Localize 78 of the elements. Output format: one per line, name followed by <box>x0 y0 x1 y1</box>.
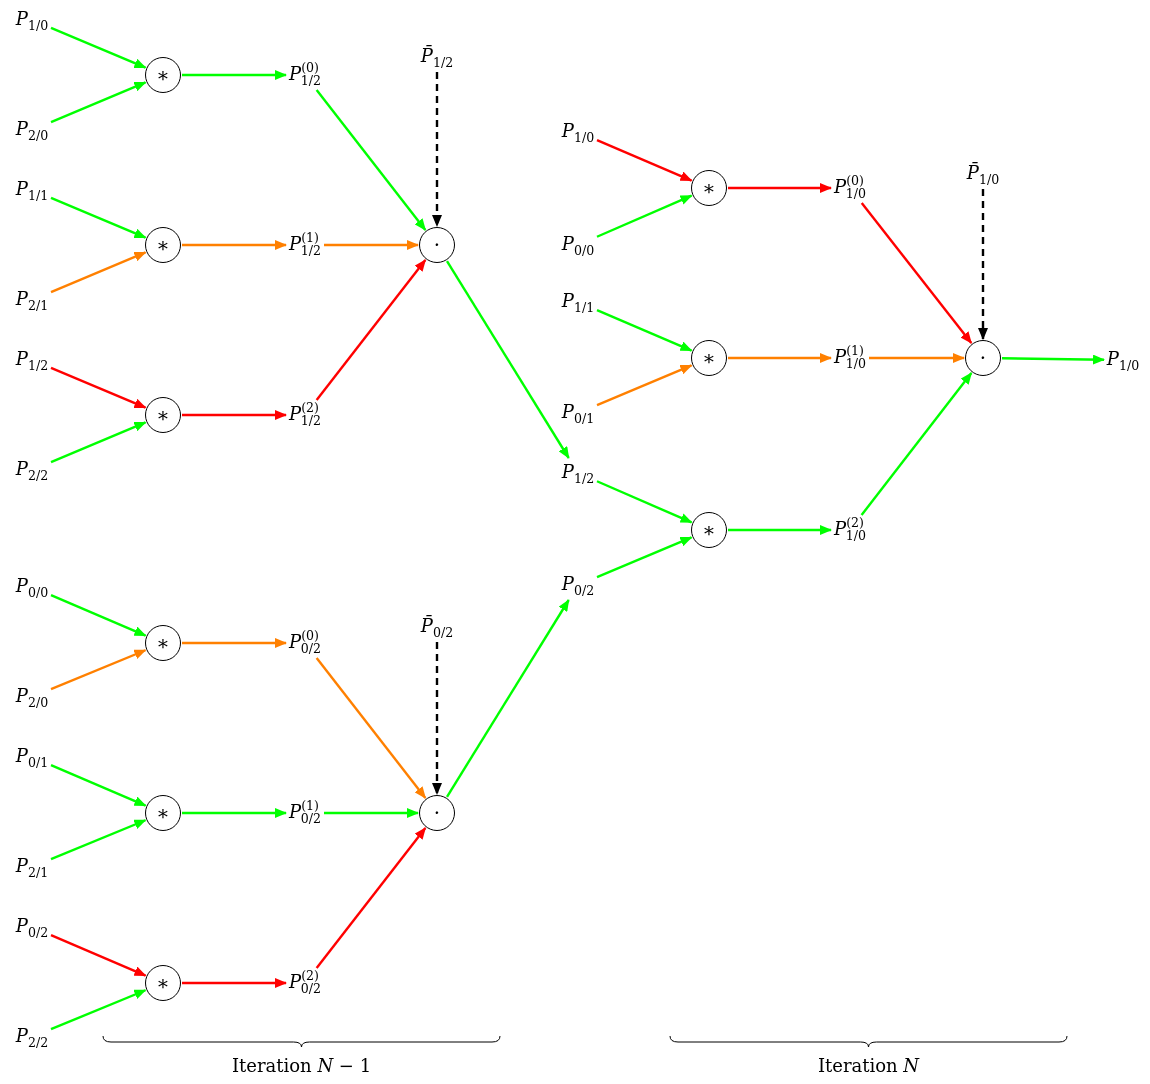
arrow <box>596 536 693 579</box>
arrow <box>50 421 147 464</box>
arrow <box>315 89 427 231</box>
arrow <box>978 189 988 340</box>
arrow <box>182 978 287 988</box>
math-label: P$_{0/2}$ <box>560 572 596 598</box>
math-label: P$_{1/0}$ <box>560 119 596 145</box>
operator-circle: ∗ <box>691 170 727 206</box>
arrow <box>1002 354 1105 365</box>
arrow <box>869 353 965 363</box>
arrow <box>50 819 147 861</box>
arrow <box>728 183 832 193</box>
math-label: P$_{2/1}$ <box>14 287 50 313</box>
math-label: P$_{0/1}$ <box>14 744 50 770</box>
arrow <box>728 353 832 363</box>
arrow <box>182 808 287 818</box>
operator-circle: ∗ <box>145 795 181 831</box>
math-label: P$_{0/2}$ <box>14 914 50 940</box>
math-label: P̄$_{0/2}$ <box>419 614 455 640</box>
arrow <box>432 642 442 795</box>
operator-circle: ∗ <box>145 57 181 93</box>
arrow <box>596 194 693 238</box>
arrow <box>860 372 973 516</box>
arrow <box>860 202 973 344</box>
operator-circle: ∗ <box>691 340 727 376</box>
math-label: P$_{1/1}$ <box>14 177 50 203</box>
math-label: P$_{1/0}$ <box>14 7 50 33</box>
operator-circle: ∗ <box>691 512 727 548</box>
arrow <box>182 70 287 80</box>
operator-circle: · <box>419 795 455 831</box>
math-label: P$_{1/0}$ <box>1105 347 1141 373</box>
arrow <box>182 240 287 250</box>
arrow <box>182 638 287 648</box>
arrow <box>50 764 147 807</box>
iteration-caption: Iteration N − 1 <box>231 1055 372 1076</box>
math-label: P$_{2/2}$ <box>14 457 50 483</box>
arrow <box>596 139 693 182</box>
operator-circle: ∗ <box>145 625 181 661</box>
arrow <box>445 260 570 459</box>
operator-circle: ∗ <box>145 397 181 433</box>
math-label: P$_{1/1}$ <box>560 289 596 315</box>
operator-circle: · <box>965 340 1001 376</box>
arrow <box>315 259 427 401</box>
arrow <box>596 364 693 407</box>
arrow <box>50 594 147 637</box>
arrow <box>324 240 419 250</box>
operator-circle: · <box>419 227 455 263</box>
math-label: P$_{0/1}$ <box>560 400 596 426</box>
math-label: P$_{1/2}$ <box>14 347 50 373</box>
arrow <box>728 525 832 535</box>
math-label: P̄$_{1/2}$ <box>419 44 455 70</box>
math-label: P̄$_{1/0}$ <box>965 161 1001 187</box>
arrow <box>315 827 427 969</box>
arrow <box>50 934 147 977</box>
arrow <box>315 657 427 799</box>
arrow <box>445 599 570 798</box>
arrow <box>50 26 147 69</box>
arrow <box>182 410 287 420</box>
operator-circle: ∗ <box>145 965 181 1001</box>
operator-circle: ∗ <box>145 227 181 263</box>
arrow <box>324 808 419 818</box>
arrow <box>50 989 147 1031</box>
math-label: P$_{0/0}$ <box>560 232 596 258</box>
arrow <box>50 81 147 124</box>
math-label: P$_{0/0}$ <box>14 574 50 600</box>
arrow <box>596 309 693 352</box>
math-label: P$_{2/1}$ <box>14 854 50 880</box>
arrow <box>50 649 147 691</box>
math-label: P$_{1/2}$ <box>560 460 596 486</box>
arrow <box>50 366 147 409</box>
math-label: P$_{2/0}$ <box>14 684 50 710</box>
math-label: P$_{2/0}$ <box>14 117 50 143</box>
arrow <box>50 251 147 294</box>
iteration-caption: Iteration N <box>817 1055 920 1076</box>
math-label: P$_{2/2}$ <box>14 1024 50 1050</box>
arrow <box>50 196 147 239</box>
arrow <box>432 72 442 227</box>
arrow <box>596 480 693 524</box>
